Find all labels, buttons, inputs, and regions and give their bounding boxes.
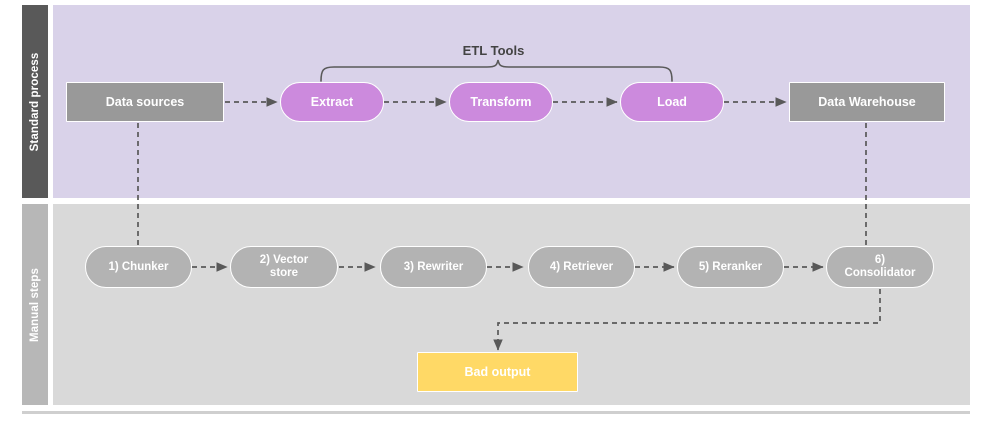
- lane-manual-steps-label: Manual steps: [29, 267, 41, 342]
- node-load[interactable]: Load: [620, 82, 724, 122]
- node-chunker-label: 1) Chunker: [108, 260, 169, 273]
- node-retriever-label: 4) Retriever: [549, 260, 614, 273]
- node-transform[interactable]: Transform: [449, 82, 553, 122]
- node-consolidator-label: 6) Consolidator: [844, 254, 916, 279]
- node-rewriter[interactable]: 3) Rewriter: [380, 246, 487, 288]
- node-bad-output-label: Bad output: [464, 365, 531, 379]
- node-retriever[interactable]: 4) Retriever: [528, 246, 635, 288]
- node-data-warehouse[interactable]: Data Warehouse: [789, 82, 945, 122]
- lane-manual-steps-label-bar: Manual steps: [22, 204, 48, 405]
- node-consolidator[interactable]: 6) Consolidator: [826, 246, 934, 288]
- node-vector-store-label: 2) Vector store: [259, 254, 309, 279]
- node-data-sources[interactable]: Data sources: [66, 82, 224, 122]
- node-load-label: Load: [657, 95, 687, 109]
- node-chunker[interactable]: 1) Chunker: [85, 246, 192, 288]
- node-reranker-label: 5) Reranker: [698, 260, 763, 273]
- node-rewriter-label: 3) Rewriter: [403, 260, 464, 273]
- node-extract-label: Extract: [310, 95, 354, 109]
- lane-standard-process-label: Standard process: [29, 52, 41, 151]
- node-data-warehouse-label: Data Warehouse: [818, 95, 916, 109]
- node-reranker[interactable]: 5) Reranker: [677, 246, 784, 288]
- node-extract[interactable]: Extract: [280, 82, 384, 122]
- bottom-divider-rule: [22, 411, 970, 414]
- node-data-sources-label: Data sources: [105, 95, 185, 109]
- node-transform-label: Transform: [470, 95, 532, 109]
- lane-standard-process-label-bar: Standard process: [22, 5, 48, 198]
- node-bad-output[interactable]: Bad output: [417, 352, 578, 392]
- node-vector-store[interactable]: 2) Vector store: [230, 246, 338, 288]
